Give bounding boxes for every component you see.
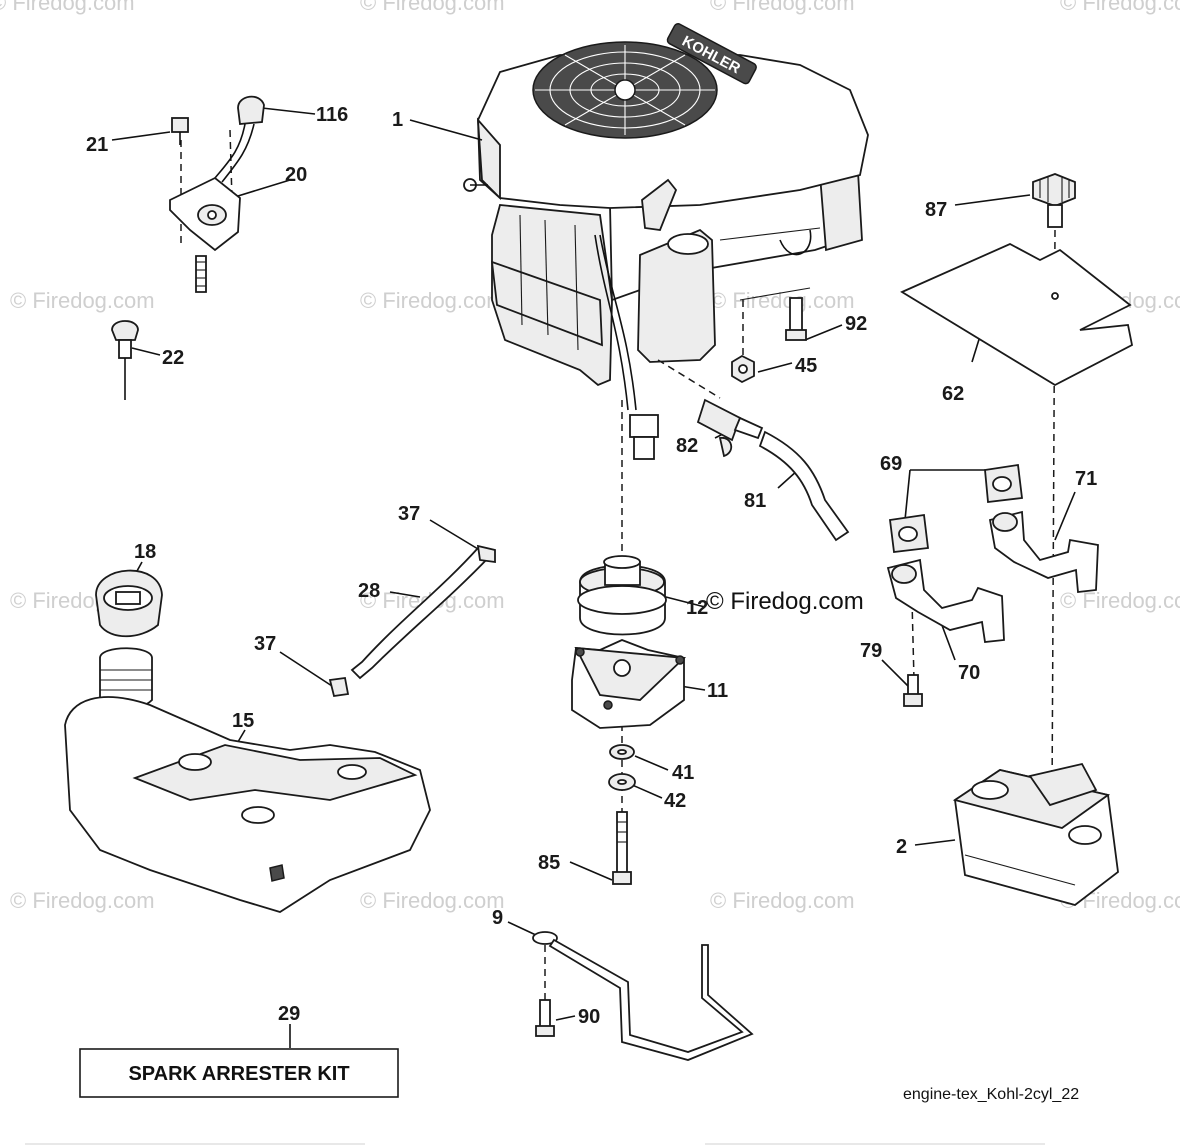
part-label-85: 85 [538, 852, 560, 874]
part-label-28: 28 [358, 580, 380, 602]
engine-fasteners [731, 297, 807, 384]
fuel-tank [64, 569, 431, 913]
part-label-69: 69 [880, 453, 902, 475]
watermark: © Firedog.com [360, 288, 505, 313]
spark-arrester-kit: SPARK ARRESTER KIT [79, 1048, 399, 1098]
part-label-71: 71 [1075, 468, 1097, 490]
part-label-37: 37 [398, 503, 420, 525]
watermark: © Firedog.com [710, 888, 855, 913]
exhaust-pipes [886, 463, 1099, 707]
throttle-control [111, 95, 265, 400]
part-label-1: 1 [392, 109, 403, 131]
watermark: © Firedog.com [710, 0, 855, 15]
spark-arrester-kit-label: SPARK ARRESTER KIT [128, 1063, 349, 1085]
clutch-assembly [571, 555, 687, 885]
part-label-18: 18 [134, 541, 156, 563]
part-label-70: 70 [958, 662, 980, 684]
fuel-filter [696, 398, 850, 542]
watermark: © Firedog.com [360, 0, 505, 15]
part-label-45: 45 [795, 355, 817, 377]
part-label-2: 2 [896, 836, 907, 858]
muffler [952, 762, 1119, 906]
watermark: © Firedog.com [710, 288, 855, 313]
part-labels: 1 116 21 20 22 87 92 45 62 82 81 69 71 3… [86, 104, 1097, 1028]
part-label-11: 11 [707, 680, 728, 702]
watermark: © Firedog.com [0, 0, 135, 15]
part-label-82: 82 [676, 435, 698, 457]
part-label-29: 29 [278, 1003, 300, 1025]
engine-part: KOHLER [463, 23, 869, 460]
watermark: © Firedog.com [1060, 0, 1180, 15]
part-label-87: 87 [925, 199, 947, 221]
part-label-37: 37 [254, 633, 276, 655]
part-label-15: 15 [232, 710, 254, 732]
part-label-79: 79 [860, 640, 882, 662]
watermark: © Firedog.com [10, 888, 155, 913]
part-label-42: 42 [664, 790, 686, 812]
part-label-22: 22 [162, 347, 184, 369]
rod-assembly [532, 931, 754, 1061]
part-label-81: 81 [744, 490, 766, 512]
watermark-layer: © Firedog.com © Firedog.com © Firedog.co… [0, 0, 1180, 913]
part-label-20: 20 [285, 164, 307, 186]
center-watermark: © Firedog.com [706, 588, 864, 615]
watermark: © Firedog.com [10, 288, 155, 313]
fuel-line [328, 544, 496, 698]
part-label-21: 21 [86, 134, 108, 156]
watermark: © Firedog.com [360, 888, 505, 913]
diagram-code: engine-tex_Kohl-2cyl_22 [903, 1086, 1079, 1103]
part-label-12: 12 [686, 597, 708, 619]
part-label-9: 9 [492, 907, 503, 929]
part-label-90: 90 [578, 1006, 600, 1028]
part-label-41: 41 [672, 762, 694, 784]
part-label-116: 116 [316, 104, 348, 126]
heat-shield [900, 173, 1134, 387]
part-label-92: 92 [845, 313, 867, 335]
part-label-62: 62 [942, 383, 964, 405]
